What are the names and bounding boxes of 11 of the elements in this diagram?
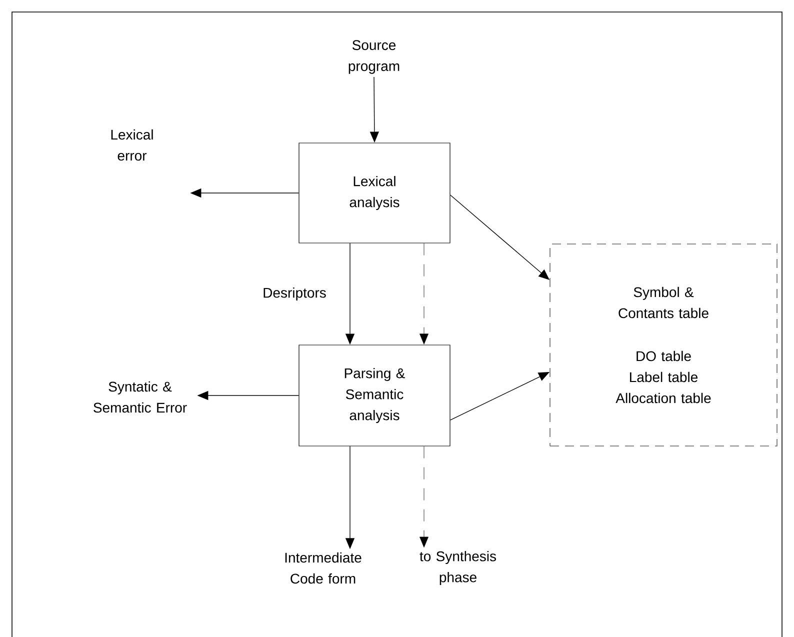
table-box: Symbol & Contants table DO table Label table Allocation table bbox=[550, 244, 778, 446]
text-label: Lexical error bbox=[111, 129, 153, 161]
text-label: to Synthesis phase bbox=[420, 550, 496, 586]
process-box: Parsing & Semantic analysis bbox=[298, 344, 450, 446]
text-label: Source program bbox=[348, 40, 400, 74]
dashed-arrow bbox=[420, 243, 428, 344]
process-box: Lexical analysis bbox=[298, 142, 450, 244]
edge-label: Desriptors bbox=[264, 287, 326, 301]
text-label: Intermediate Code form bbox=[285, 552, 362, 584]
dashed-arrow bbox=[420, 446, 428, 548]
text-label: Syntatic & Semantic Error bbox=[94, 381, 187, 413]
